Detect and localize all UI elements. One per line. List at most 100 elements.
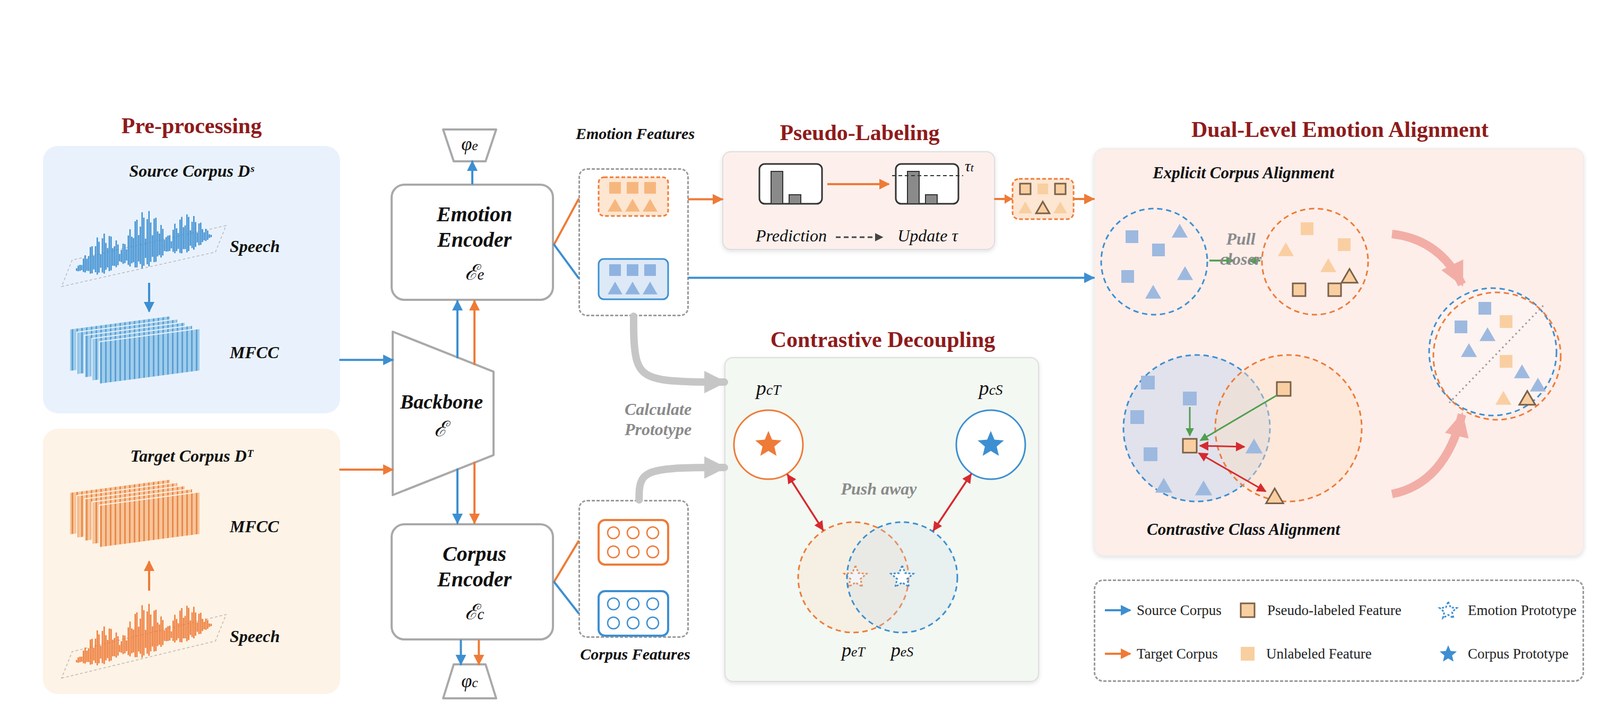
node-graphic xyxy=(732,409,804,481)
flow-arrow xyxy=(1391,414,1463,495)
feature-square xyxy=(1121,270,1135,283)
flow-arrow xyxy=(633,316,725,383)
node-text: MFCC xyxy=(229,516,315,537)
node-outline xyxy=(392,331,494,496)
node-outline xyxy=(956,410,1026,480)
feature-triangle xyxy=(1155,478,1173,494)
prototype-star xyxy=(1439,601,1457,619)
feature-triangle xyxy=(1529,377,1546,392)
arrow-line xyxy=(835,236,883,239)
feature-triangle xyxy=(1145,284,1162,299)
connector xyxy=(554,582,579,614)
feature-triangle xyxy=(625,281,640,295)
node-text: Emotion Features xyxy=(574,124,696,144)
region-circle xyxy=(1261,208,1369,315)
node-graphic xyxy=(392,331,494,496)
feature-triangle xyxy=(1171,223,1188,238)
feature-square xyxy=(1054,183,1066,195)
node-graphic xyxy=(580,501,691,640)
feature-triangle xyxy=(1320,258,1337,273)
feature-square xyxy=(1328,283,1342,297)
node-text: φe xyxy=(443,132,497,157)
node-text: Push away xyxy=(820,478,938,499)
encoder-box: Emotion Encoderℰe xyxy=(390,183,555,301)
arrow-line xyxy=(1104,652,1131,655)
node-text: φc xyxy=(443,669,497,694)
node-text: pcS xyxy=(955,376,1027,401)
feature-square xyxy=(644,264,656,276)
connector xyxy=(995,197,1094,201)
region-circle xyxy=(646,617,659,629)
annotation-text: Calculate Prototype xyxy=(604,399,712,440)
feature-square xyxy=(1337,238,1351,252)
feature-group: Corpus Features xyxy=(578,499,689,638)
feature-square xyxy=(1240,603,1255,618)
connector xyxy=(459,640,462,665)
corpus-prototype: pcS xyxy=(955,409,1027,481)
feature-triangle xyxy=(1277,242,1294,257)
flow-arrow xyxy=(1391,234,1463,285)
arrow-line xyxy=(1189,407,1191,436)
feature-box xyxy=(598,591,669,636)
feature-triangle xyxy=(1514,364,1530,379)
arrow-line xyxy=(827,183,889,186)
pseudo-label-box xyxy=(1012,178,1074,220)
node-text: Emotion Encoder xyxy=(405,201,544,253)
region-circle xyxy=(646,526,659,539)
node-text: Source Corpus Dˢ xyxy=(42,160,341,181)
legend-text: Target Corpus xyxy=(1136,645,1218,663)
region-circle xyxy=(646,598,659,610)
node-text: ℰe xyxy=(392,260,557,286)
legend-sample xyxy=(1103,643,1132,665)
legend-swatch xyxy=(1240,646,1255,661)
classifier-head: φe xyxy=(443,129,497,162)
region-circle xyxy=(1433,292,1561,420)
node-text: ℰ xyxy=(392,416,489,443)
arrow-line xyxy=(1104,609,1131,612)
bar xyxy=(789,194,801,204)
bar-chart-icon xyxy=(895,163,959,204)
legend-box: Source CorpusPseudo-labeled FeatureEmoti… xyxy=(1093,579,1585,682)
mfcc-slab xyxy=(99,491,201,548)
speech-waveform xyxy=(74,603,213,666)
feature-group: Emotion Features xyxy=(578,168,689,317)
connector xyxy=(688,198,723,201)
legend-item: Target Corpus xyxy=(1103,640,1218,668)
feature-triangle xyxy=(1266,488,1284,504)
region-circle xyxy=(607,598,620,610)
feature-square xyxy=(626,182,639,194)
node-text: Target Corpus Dᵀ xyxy=(42,445,341,466)
legend-sample xyxy=(1234,599,1262,621)
node-graphic xyxy=(845,521,959,634)
node-text: Explicit Corpus Alignment xyxy=(1116,162,1371,183)
feature-square xyxy=(626,264,639,276)
arrow-line xyxy=(148,282,151,312)
feature-square xyxy=(1182,438,1197,453)
node-graphic xyxy=(580,169,691,318)
arrow-head xyxy=(1004,194,1013,204)
feature-triangle xyxy=(1519,391,1536,405)
bar xyxy=(771,171,783,204)
process-panel: Pseudo-LabelingPredictionUpdate ττt xyxy=(722,151,996,250)
node-text: Contrastive Class Alignment xyxy=(1110,519,1377,540)
arrow-line xyxy=(1200,395,1277,441)
connector xyxy=(340,358,393,361)
legend-sample xyxy=(1434,643,1463,665)
node-text: Update τ xyxy=(874,225,981,246)
legend-item: Emotion Prototype xyxy=(1434,597,1577,624)
region-circle xyxy=(627,526,639,539)
node-text: Contrastive Decoupling xyxy=(725,326,1041,353)
node-outline xyxy=(733,410,803,480)
flow-arrow xyxy=(638,467,725,500)
region-circle xyxy=(1215,355,1362,502)
legend-item: Corpus Prototype xyxy=(1434,640,1569,668)
feature-square xyxy=(1152,243,1165,257)
connector xyxy=(473,300,476,365)
feature-triangle xyxy=(1018,201,1033,214)
connector xyxy=(456,300,459,358)
node-text: Backbone xyxy=(394,390,489,415)
encoder-box: Corpus Encoderℰc xyxy=(390,523,555,641)
feature-box xyxy=(598,258,669,300)
section-title: Pre-processing xyxy=(42,112,341,140)
feature-square xyxy=(1037,183,1049,195)
